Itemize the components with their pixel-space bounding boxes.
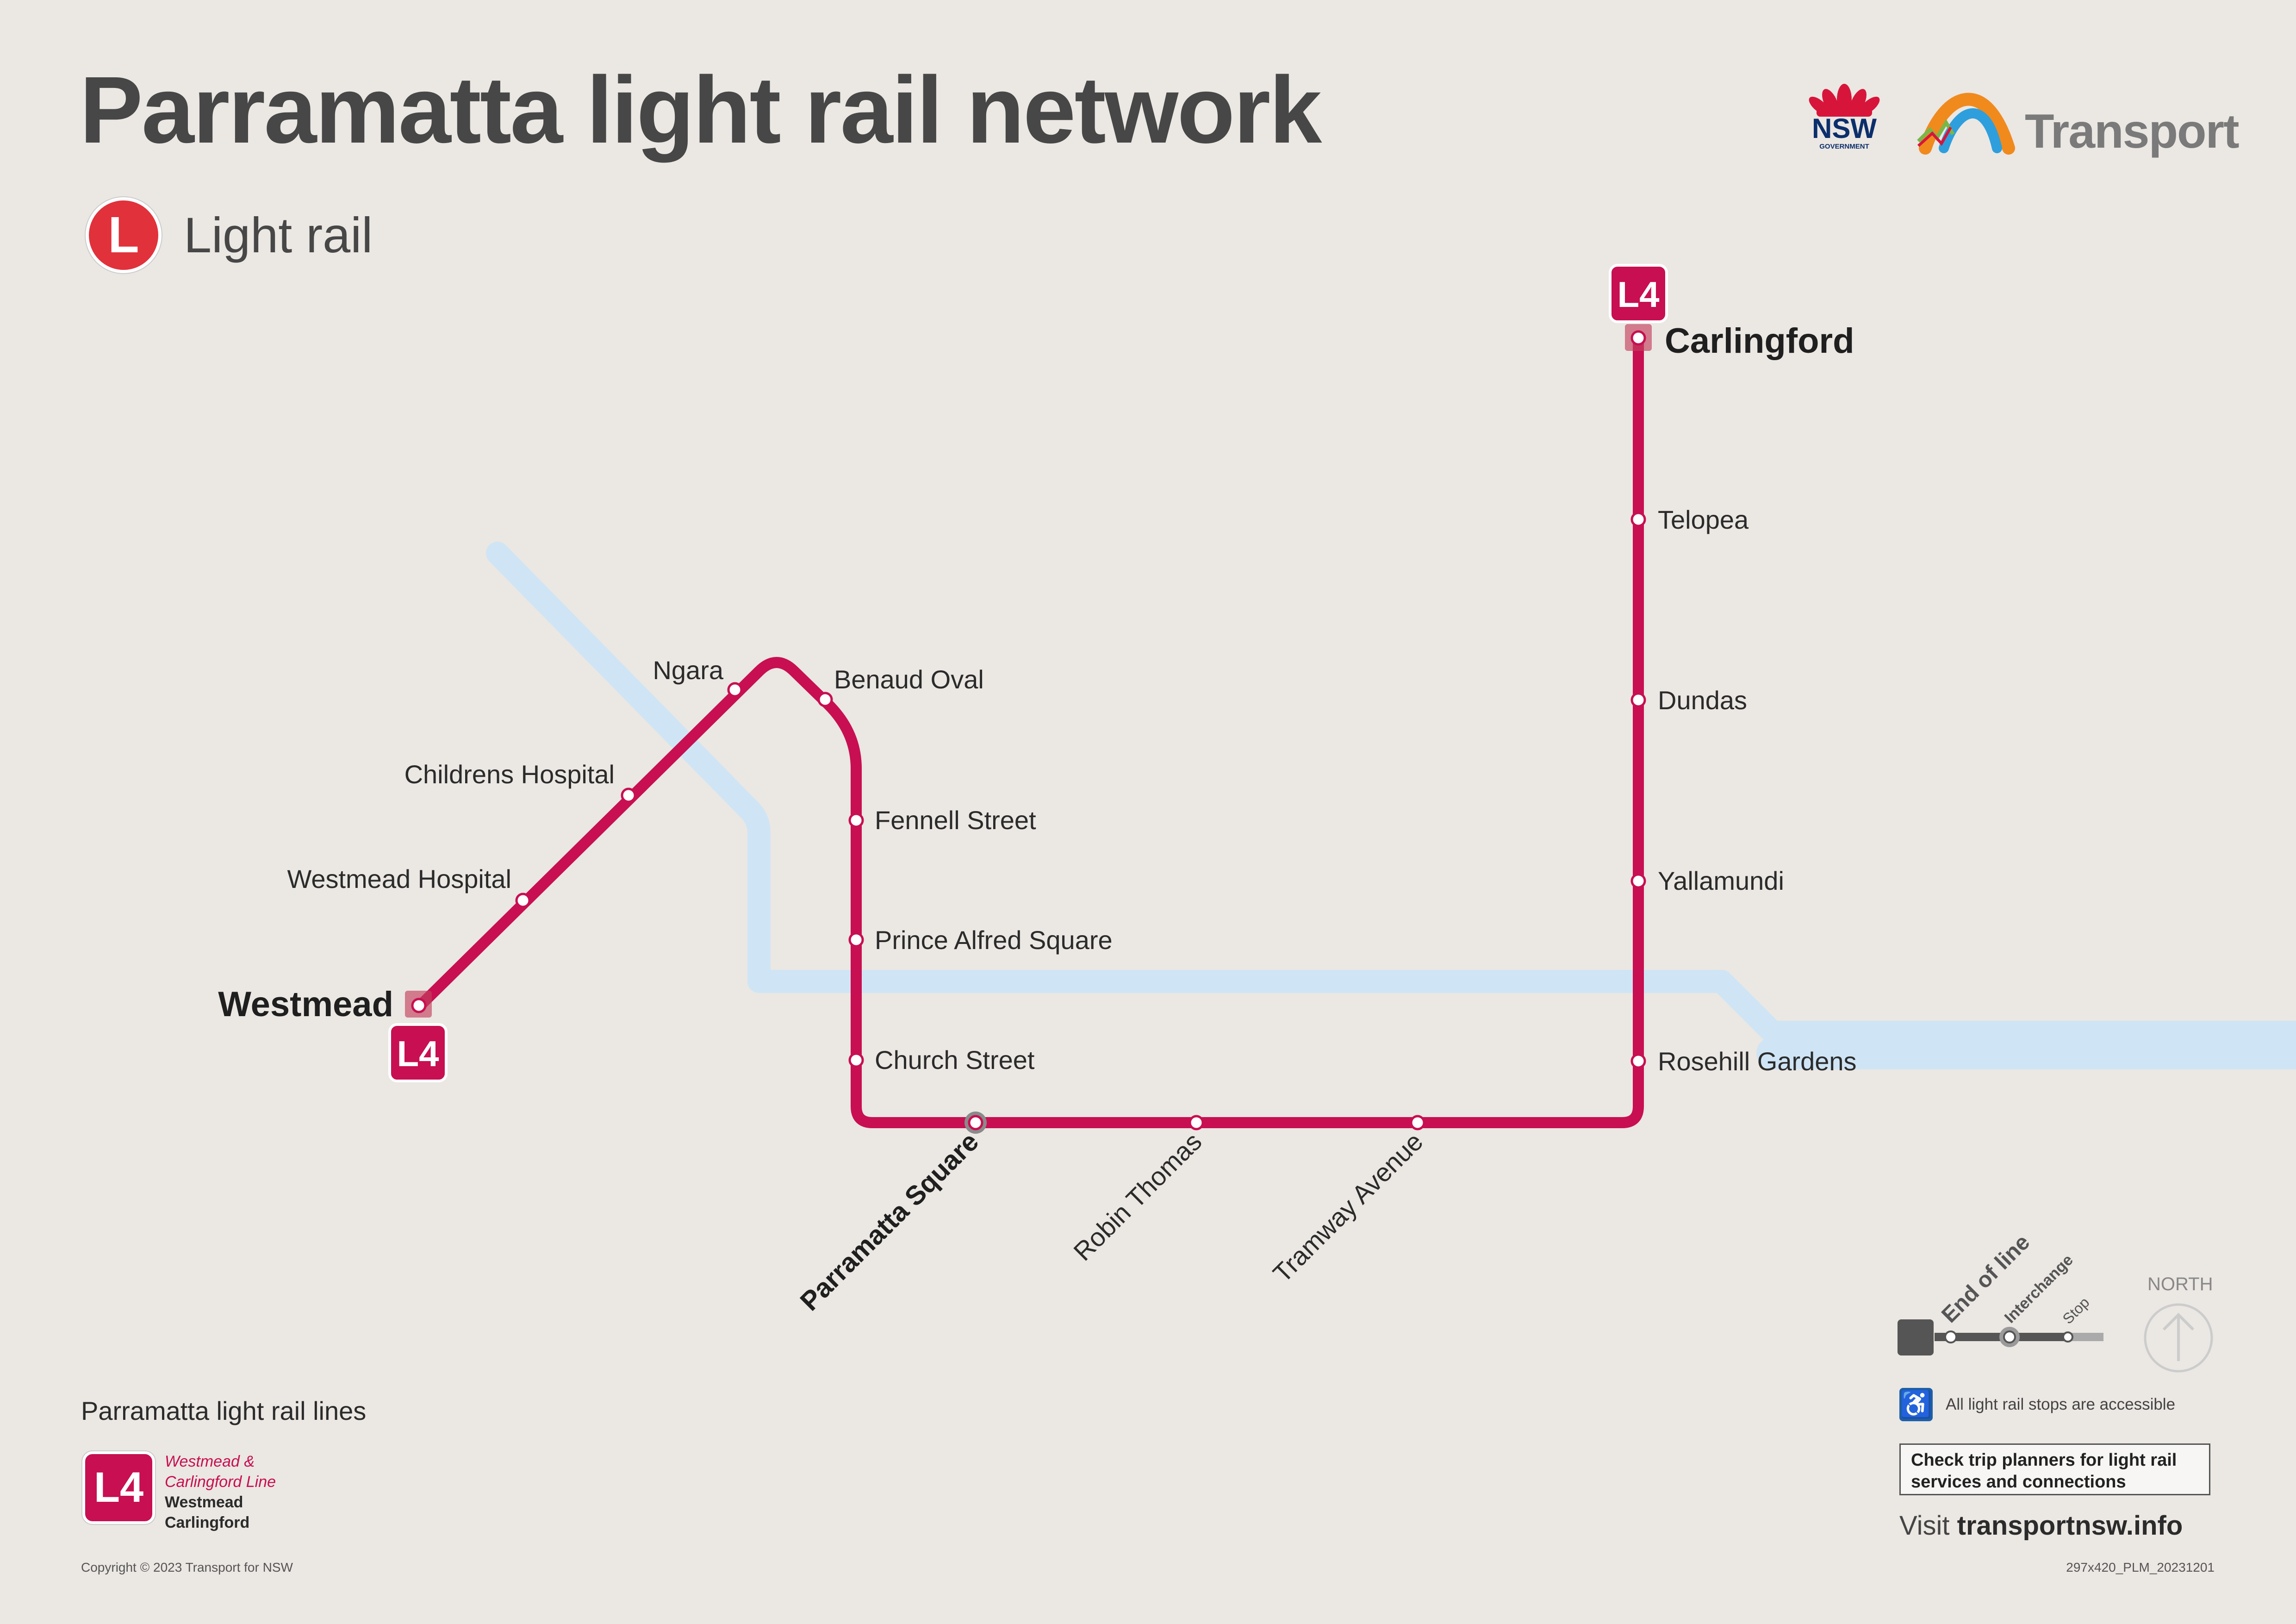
copyright: Copyright © 2023 Transport for NSW	[81, 1560, 293, 1574]
accessibility-text: All light rail stops are accessible	[1946, 1395, 2176, 1413]
stop-rosehill-gardens[interactable]	[1630, 1053, 1646, 1069]
legend-line-name: Westmead & Carlingford Line	[165, 1453, 276, 1491]
stop-parramatta-square[interactable]	[968, 1115, 983, 1131]
station-label-fennell-street: Fennell Street	[875, 806, 1036, 835]
accessibility-note: ♿ All light rail stops are accessible	[1899, 1388, 2175, 1421]
station-label-dundas: Dundas	[1658, 686, 1747, 715]
mode-header: L Light rail	[86, 197, 373, 273]
stop-ngara[interactable]	[727, 682, 743, 698]
l4-line-route	[415, 338, 1644, 1128]
stop-church-street[interactable]	[848, 1052, 864, 1068]
visit-url[interactable]: transportnsw.info	[1957, 1511, 2183, 1541]
stop-dundas[interactable]	[1630, 692, 1646, 708]
station-label-westmead: Westmead	[218, 985, 393, 1024]
l4-badge-carlingford[interactable]: L4	[1609, 264, 1668, 323]
wheelchair-icon: ♿	[1899, 1388, 1933, 1421]
end-stop-symbol	[1944, 1330, 1957, 1343]
station-label-telopea: Telopea	[1658, 505, 1749, 534]
legend-line-info: Westmead & Carlingford Line Westmead Car…	[165, 1451, 276, 1533]
station-label-robin-thomas: Robin Thomas	[1068, 1127, 1207, 1266]
mode-label: Light rail	[184, 207, 373, 263]
legend-title: Parramatta light rail lines	[81, 1396, 367, 1425]
station-label-ngara: Ngara	[653, 656, 723, 685]
visit-prefix: Visit	[1899, 1511, 1957, 1541]
l4-badge-westmead[interactable]: L4	[388, 1023, 448, 1082]
station-label-yallamundi: Yallamundi	[1658, 866, 1784, 895]
svg-text:Stop: Stop	[2059, 1294, 2092, 1327]
stop-fennell-street[interactable]	[848, 812, 864, 828]
station-label-tramway-avenue: Tramway Avenue	[1267, 1127, 1428, 1288]
visit-link[interactable]: Visit transportnsw.info	[1899, 1510, 2183, 1541]
legend-terminus: Carlingford	[165, 1514, 250, 1531]
stop-robin-thomas[interactable]	[1188, 1115, 1204, 1131]
stop-westmead[interactable]	[411, 998, 427, 1013]
waratah-logo-icon	[1809, 84, 1880, 117]
station-label-parramatta-square: Parramatta Square	[794, 1126, 984, 1317]
station-label-benaud-oval: Benaud Oval	[834, 665, 984, 694]
station-label-rosehill-gardens: Rosehill Gardens	[1658, 1047, 1857, 1076]
stop-childrens-hospital[interactable]	[621, 787, 636, 803]
north-label: NORTH	[2147, 1274, 2213, 1294]
page-title: Parramatta light rail network	[80, 57, 1322, 163]
trip-planner-note: Check trip planners for light rail servi…	[1899, 1443, 2210, 1495]
svg-text:L4: L4	[1617, 274, 1659, 315]
station-label-carlingford: Carlingford	[1665, 321, 1854, 361]
station-label-childrens-hospital: Childrens Hospital	[404, 760, 615, 789]
station-label-westmead-hospital: Westmead Hospital	[287, 864, 511, 893]
light-rail-icon: L	[86, 197, 162, 273]
legend-terminus: Westmead	[165, 1493, 243, 1511]
legend-termini: Westmead Carlingford	[165, 1492, 276, 1533]
station-label-prince-alfred-square: Prince Alfred Square	[875, 925, 1113, 955]
l4-badge-legend: L4	[82, 1451, 155, 1524]
stop-symbol	[2062, 1331, 2073, 1343]
transport-logo-icon	[1917, 93, 2015, 155]
transport-wordmark: Transport	[2025, 105, 2240, 158]
nsw-government-text: GOVERNMENT	[1819, 143, 1869, 150]
stop-telopea[interactable]	[1630, 512, 1646, 527]
stop-westmead-hospital[interactable]	[515, 893, 531, 908]
stop-benaud-oval[interactable]	[817, 692, 833, 707]
north-arrow-icon	[2144, 1303, 2213, 1373]
nsw-wordmark: NSW	[1812, 113, 1877, 144]
svg-text:L4: L4	[397, 1033, 439, 1074]
parramatta-river	[486, 542, 2296, 1069]
document-code: 297x420_PLM_20231201	[2066, 1560, 2215, 1574]
stop-tramway-avenue[interactable]	[1410, 1115, 1425, 1131]
symbol-key: End of line Interchange Stop	[1898, 1230, 2103, 1355]
station-label-church-street: Church Street	[875, 1045, 1035, 1074]
end-of-line-symbol	[1898, 1319, 1934, 1355]
stop-prince-alfred-square[interactable]	[848, 932, 864, 948]
stop-carlingford[interactable]	[1630, 330, 1646, 346]
stop-yallamundi[interactable]	[1630, 873, 1646, 889]
